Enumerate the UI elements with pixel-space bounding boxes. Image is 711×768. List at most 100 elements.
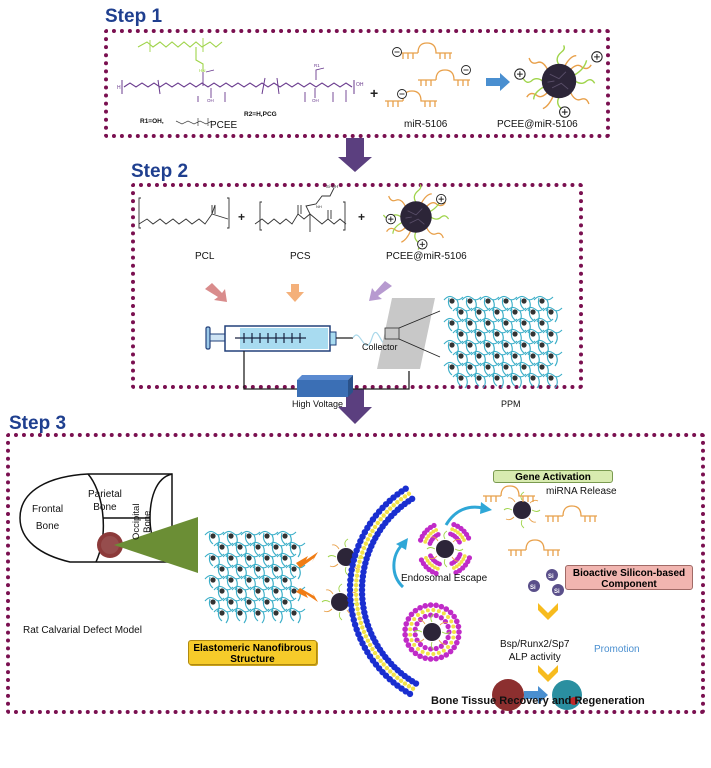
step-1-title: Step 1 — [105, 6, 163, 27]
lipid — [358, 586, 366, 594]
escape-arrow-1 — [392, 543, 405, 589]
fiber-unit — [443, 295, 464, 312]
endosome-fragment-lipid — [456, 530, 460, 535]
pcee-structure — [121, 38, 355, 102]
endosome-lipid — [422, 603, 429, 609]
lipid — [346, 586, 354, 594]
lipid — [381, 662, 386, 667]
endosome-lipid — [409, 638, 414, 643]
endosome-lipid — [455, 634, 462, 641]
syringe — [205, 325, 353, 352]
fiber-unit — [204, 596, 225, 613]
endosome-fragment-lipid — [458, 532, 463, 537]
chem-oh-3: OH — [312, 98, 319, 103]
fiber-unit — [443, 317, 464, 334]
endosome-lipid — [417, 641, 424, 648]
r1-side-chain — [175, 118, 213, 126]
lipid — [348, 606, 355, 614]
lipid — [346, 581, 354, 589]
lipid — [395, 675, 400, 681]
endosome-lipid — [408, 632, 413, 637]
markers-line-2: ALP activity — [508, 652, 561, 663]
lipid — [358, 591, 366, 598]
ppm-label: PPM — [501, 399, 521, 409]
pcee-mirna-nanoparticle — [514, 44, 603, 118]
endosome-lipid — [402, 626, 408, 633]
endosome-lipid — [422, 613, 428, 620]
endosome-lipid — [454, 618, 460, 625]
endosome-fragment-lipid — [461, 557, 466, 562]
progenitor-cell — [492, 679, 524, 711]
endosome-lipid — [431, 608, 436, 613]
lipid — [346, 591, 354, 599]
endosome-lipid — [412, 650, 419, 657]
endosome-lipid — [403, 621, 410, 627]
endosomal-escape-label: Endosomal Escape — [401, 573, 488, 584]
endosome-lipid — [405, 616, 412, 622]
pcs-input-arrow — [286, 284, 304, 302]
endosome-fragment-lipid — [462, 554, 467, 559]
lipid — [353, 587, 359, 593]
chevron-down-icon-2 — [538, 665, 558, 682]
pcee-label: PCEE — [210, 120, 238, 131]
endosome-lipid — [447, 648, 454, 655]
lipid — [408, 495, 416, 503]
endosome-lipid — [422, 655, 429, 661]
lipid — [378, 516, 383, 522]
lipid — [350, 556, 357, 564]
endosome-fragment-lipid — [425, 558, 430, 563]
lipid — [375, 520, 380, 526]
lipid — [406, 491, 412, 496]
lipid — [391, 672, 396, 677]
endosome-lipid — [433, 655, 439, 662]
lipid — [406, 684, 412, 689]
endosome-lipid — [412, 632, 418, 638]
r1-label: R1=OH, — [140, 118, 164, 125]
mirna-label: miR-5106 — [404, 119, 448, 130]
pcl-label: PCL — [195, 251, 215, 262]
endosome-lipid — [431, 651, 436, 656]
cell-membrane — [346, 485, 420, 698]
lipid — [367, 532, 373, 538]
endosome-fragment-lipid — [428, 553, 433, 559]
step-3-panel — [6, 433, 705, 714]
lipid — [355, 568, 360, 574]
lipid — [356, 611, 361, 616]
magnification-cone — [114, 517, 198, 573]
endosome-fragment-lipid — [426, 534, 431, 538]
step-1-panel — [104, 29, 610, 138]
scaffold-tag-line-1: Elastomeric Nanofibrous — [193, 643, 312, 654]
endosome-fragment-lipid — [451, 566, 456, 570]
endosome-lipid — [433, 602, 439, 609]
lipid — [410, 686, 416, 691]
endosome-fragment-lipid — [431, 522, 437, 529]
fiber-unit — [452, 372, 473, 389]
markers-line-1: Bsp/Runx2/Sp7 — [500, 639, 570, 650]
endosome-lipid — [420, 610, 425, 615]
lipid — [384, 665, 390, 671]
step-3-title: Step 3 — [9, 413, 67, 434]
scaffold-tag-line-2: Structure — [230, 654, 275, 665]
fiber-unit — [542, 372, 563, 389]
endosome-fragment-lipid — [454, 564, 459, 569]
endosome-lipid — [412, 642, 417, 647]
silicon-tag-line-2: Component — [601, 579, 657, 590]
scaffold-tag: Elastomeric Nanofibrous Structure — [188, 640, 317, 665]
endosome-fragment-lipid — [459, 560, 464, 564]
endosome-fragment-lipid — [424, 536, 429, 541]
fiber-unit — [249, 607, 270, 624]
endosome-lipid — [451, 635, 456, 640]
lipid — [353, 592, 359, 597]
endosome-fragment-lipid — [435, 532, 441, 537]
endosome-lipid — [415, 646, 420, 651]
endosome-fragment-lipid — [457, 539, 462, 545]
defect-texture — [101, 536, 119, 554]
release-bolt-2 — [296, 588, 318, 602]
endosome-lipid — [408, 611, 415, 618]
gene-activation-tag: Gene Activation — [493, 470, 613, 483]
lipid — [402, 681, 408, 686]
endosome-lipid — [438, 603, 445, 610]
step-2-panel — [131, 183, 583, 389]
release-bolt-1 — [296, 552, 318, 568]
